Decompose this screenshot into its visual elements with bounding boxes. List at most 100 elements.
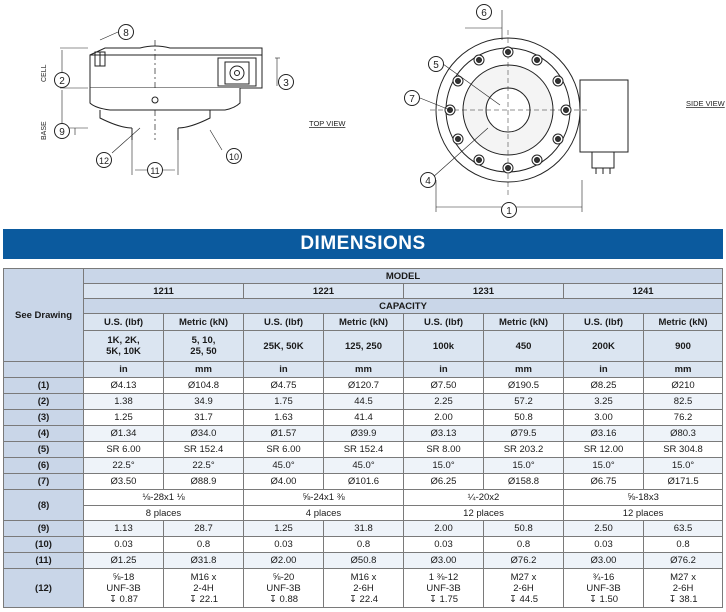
value-cell: 82.5 [642,393,724,410]
value-cell: 63.5 [642,520,724,537]
capacity-value: 100k [403,330,484,362]
units-row-label [3,361,84,378]
unit-header: Metric (kN) [323,313,404,331]
value-cell: Ø8.25 [563,377,644,394]
thread-spec: ⅛-28x1 ⅛ [83,489,244,506]
callout-6: 6 [476,4,492,20]
cell-line: ↧ 0.87 [108,593,139,605]
see-drawing-header: See Drawing [3,268,84,362]
cell-line: UNF-3B [106,582,141,594]
value-cell: SR 6.00 [243,441,324,458]
value-cell: Ø2.00 [243,552,324,569]
value-cell: Ø120.7 [323,377,404,394]
callout-10: 10 [226,148,242,164]
value-cell: 3.25 [563,393,644,410]
unit-header: U.S. (lbf) [563,313,644,331]
value-cell: 57.2 [483,393,564,410]
cell-line: 1 ⅜-12 [428,571,459,583]
row-label: (9) [3,520,84,537]
value-cell: 22.5° [83,457,164,474]
svg-text:9: 9 [59,127,65,138]
value-cell: Ø4.75 [243,377,324,394]
cell-line: ⅝-18 [112,571,135,583]
value-cell: 0.8 [163,536,244,553]
value-cell: 0.03 [243,536,324,553]
cell-line: 5K, 10K [106,346,141,357]
value-cell: 1.75 [243,393,324,410]
value-cell: 50.8 [483,409,564,426]
svg-text:10: 10 [229,152,239,162]
value-cell: 44.5 [323,393,404,410]
cell-line: M16 x [350,571,377,583]
callout-12: 12 [96,152,112,168]
value-cell: Ø88.9 [163,473,244,490]
cell-line: 100k [432,340,455,352]
unit-value: mm [323,361,404,378]
cell-line: ↧ 38.1 [668,593,698,605]
svg-text:12: 12 [99,156,109,166]
callout-5: 5 [428,56,444,72]
cell-line: 2-6H [353,582,374,594]
callout-markers: 8 2 3 9 12 11 10 6 5 7 4 1 [54,4,517,218]
value-cell: 15.0° [642,457,724,474]
unit-header: Metric (kN) [163,313,244,331]
value-cell: 50.8 [483,520,564,537]
cell-line: ↧ 44.5 [508,593,539,605]
value-cell: Ø3.00 [403,552,484,569]
cell-line: UNF-3B [426,582,461,594]
cell-line: ↧ 22.1 [188,593,219,605]
value-cell: Ø1.34 [83,425,164,442]
value-cell: Ø31.8 [163,552,244,569]
value-cell: SR 8.00 [403,441,484,458]
value-cell: 0.03 [563,536,644,553]
capacity-value: 900 [642,330,724,362]
value-cell: 0.03 [403,536,484,553]
value-cell: SR 152.4 [163,441,244,458]
row-label: (11) [3,552,84,569]
unit-value: in [563,361,644,378]
svg-text:4: 4 [425,176,431,187]
value-cell: Ø7.50 [403,377,484,394]
model-1231: 1231 [403,283,564,299]
value-cell: 31.7 [163,409,244,426]
value-cell: 34.9 [163,393,244,410]
callout-9: 9 [54,123,70,139]
callout-8: 8 [118,24,134,40]
value-cell: 0.8 [642,536,724,553]
cell-line: ↧ 0.88 [268,593,299,605]
svg-text:3: 3 [283,78,289,89]
cell-line: 1K, 2K, [107,335,140,346]
unit-value: mm [163,361,244,378]
svg-text:5: 5 [433,60,439,71]
value-cell: 45.0° [243,457,324,474]
value-cell: 0.8 [323,536,404,553]
cell-label: CELL [41,64,48,82]
svg-text:2: 2 [59,76,65,87]
value-cell: Ø4.00 [243,473,324,490]
value-cell: Ø6.75 [563,473,644,490]
row-label: (6) [3,457,84,474]
svg-text:1: 1 [506,206,512,217]
value-cell: Ø3.13 [403,425,484,442]
thread-spec: ⅝-18x3 [562,489,724,506]
cell-line: 125, 250 [345,340,382,352]
cell-line: M16 x [190,571,217,583]
places-count: 4 places [243,505,404,521]
callout-2: 2 [54,72,70,88]
value-cell: Ø76.2 [483,552,564,569]
value-cell: 22.5° [163,457,244,474]
row-label: (1) [3,377,84,394]
cell-line: ⅝-20 [272,571,295,583]
value-cell: Ø3.00 [563,552,644,569]
callout-3: 3 [278,74,294,90]
